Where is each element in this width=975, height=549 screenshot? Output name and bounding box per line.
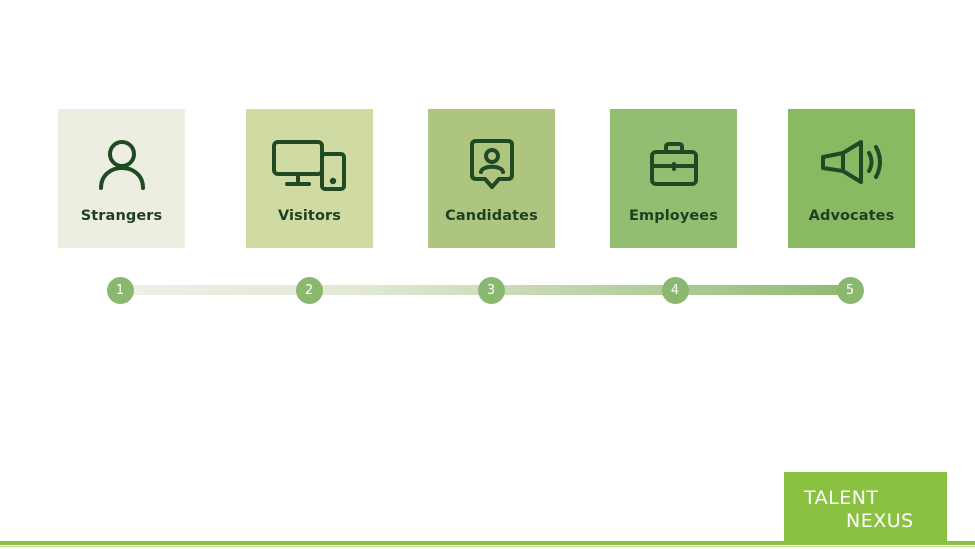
user-icon xyxy=(92,137,152,193)
logo-line-2: NEXUS xyxy=(846,510,914,532)
user-badge-icon xyxy=(462,137,522,193)
stage-card-candidates: Candidates xyxy=(428,109,555,248)
step-marker-1: 1 xyxy=(106,277,134,304)
logo-line-1: TALENT xyxy=(804,487,879,509)
stage-label: Strangers xyxy=(80,208,163,224)
stage-label: Visitors xyxy=(277,208,341,224)
stage-card-advocates: Advocates xyxy=(788,109,915,248)
stage-card-strangers: Strangers xyxy=(58,109,185,248)
step-marker-5: 5 xyxy=(836,277,864,304)
footer-line xyxy=(0,546,975,547)
stage-label: Advocates xyxy=(808,208,895,224)
megaphone-icon xyxy=(817,137,887,193)
footer-bar xyxy=(0,541,975,545)
step-marker-3: 3 xyxy=(477,277,505,304)
stage-label: Employees xyxy=(629,208,718,224)
talent-nexus-logo: TALENT NEXUS xyxy=(784,472,947,544)
briefcase-icon xyxy=(644,137,704,193)
stage-card-employees: Employees xyxy=(610,109,737,248)
step-marker-4: 4 xyxy=(661,277,689,304)
stage-label: Candidates xyxy=(445,208,538,224)
step-marker-2: 2 xyxy=(295,277,323,304)
stage-card-visitors: Visitors xyxy=(246,109,373,248)
devices-icon xyxy=(271,137,349,193)
